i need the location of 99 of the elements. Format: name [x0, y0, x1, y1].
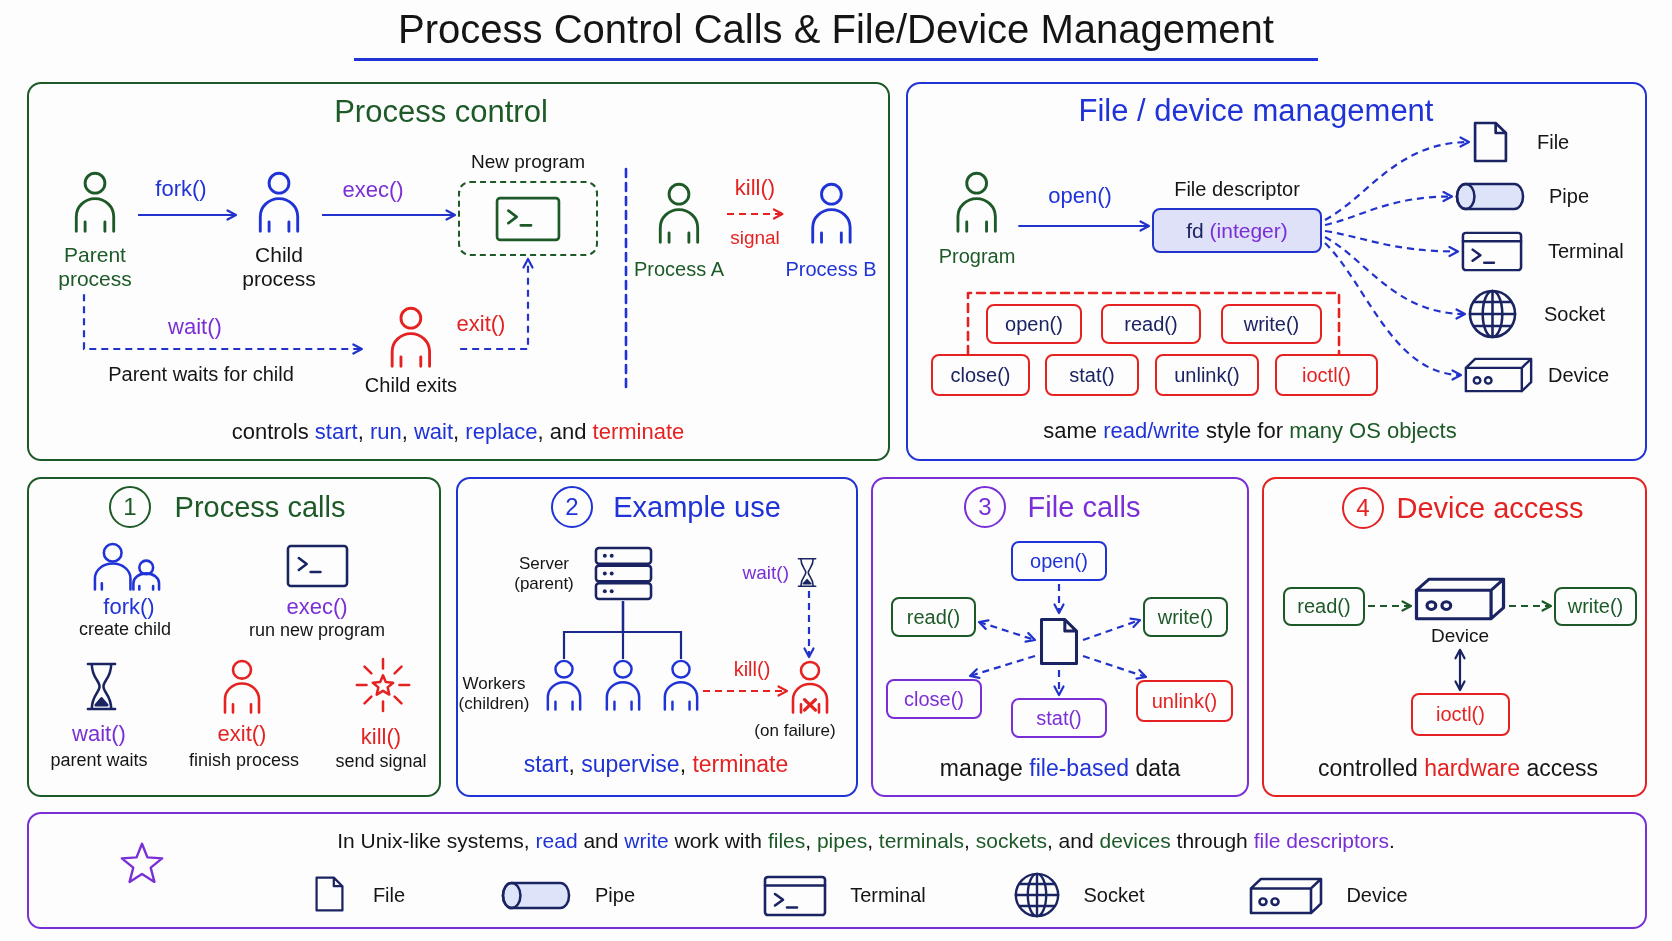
caption: Terminal	[850, 883, 926, 907]
syscall-box: open()	[1011, 541, 1107, 581]
syscall-box: stat()	[1011, 698, 1107, 738]
syscall-box: stat()	[1045, 354, 1139, 396]
call-name: kill()	[360, 723, 402, 751]
syscall-box: ioctl()	[1275, 354, 1378, 396]
node-label: Device	[1548, 363, 1610, 387]
node-label: Terminal	[1548, 240, 1624, 263]
panel	[27, 82, 890, 461]
caption: Workers (children)	[457, 673, 531, 715]
summary-text: controls start, run, wait, replace, and terminate	[231, 418, 685, 446]
panel-title: File calls	[1027, 489, 1141, 525]
page-title: Process Control Calls & File/Device Management	[354, 4, 1318, 61]
arrow	[460, 257, 534, 351]
caption: create child	[78, 619, 172, 641]
syscall-box: write()	[1143, 597, 1228, 637]
descriptor-text: fd (integer)	[1186, 217, 1288, 244]
node-label: Socket	[1544, 302, 1606, 326]
syscall-box: read()	[891, 597, 976, 637]
node-label: Child process	[241, 243, 317, 292]
panel-title: Example use	[613, 489, 781, 525]
syscall-box: ioctl()	[1411, 693, 1510, 736]
syscall-box: read()	[1101, 304, 1201, 344]
arrow	[1324, 136, 1471, 221]
arrow	[1053, 670, 1065, 697]
arrow	[1324, 236, 1467, 320]
frame-heading: New program	[471, 150, 585, 174]
panel-title: Process control	[334, 93, 548, 131]
step-number: 4	[1342, 487, 1384, 529]
note-text: In Unix-like systems, read and write work with files, pipes, terminals, sockets, and devices through file descriptors.	[337, 828, 1395, 854]
summary-text: start, supervise, terminate	[523, 751, 789, 779]
node-label: (on failure)	[754, 720, 836, 742]
syscall-box: close()	[886, 679, 982, 719]
arrow	[1454, 648, 1466, 692]
panel	[456, 477, 858, 797]
panel-title: Process calls	[174, 489, 346, 525]
panel	[871, 477, 1249, 797]
arrow	[727, 208, 784, 220]
arrow	[1509, 600, 1553, 612]
edge-note: signal	[730, 226, 780, 250]
syscall-box: write()	[1554, 587, 1637, 626]
panel	[27, 812, 1647, 929]
panel	[906, 82, 1647, 461]
arrow	[1324, 191, 1454, 227]
call-name: wait()	[72, 720, 126, 748]
node-label: File	[1537, 130, 1570, 154]
arrow	[1368, 600, 1413, 612]
panel-title: Device access	[1396, 490, 1584, 526]
syscall-box: open()	[986, 304, 1082, 344]
node-label: Pipe	[1549, 185, 1590, 208]
arrow	[1053, 584, 1065, 615]
node-label: Parent process	[57, 243, 133, 292]
arrow	[703, 685, 789, 697]
syscall-box: close()	[931, 354, 1030, 396]
caption: Device	[1346, 883, 1408, 907]
arrow	[138, 209, 238, 221]
node-label: Child exits	[364, 374, 458, 397]
arrow	[1018, 220, 1151, 232]
arrow	[968, 654, 1036, 679]
caption: Pipe	[595, 883, 635, 907]
call-name: exec()	[286, 593, 348, 621]
node-label: Process B	[785, 258, 877, 281]
syscall-box: unlink()	[1155, 354, 1259, 396]
caption: run new program	[248, 620, 386, 642]
syscall-box: unlink()	[1136, 680, 1233, 722]
call-name: exit()	[217, 720, 267, 748]
node-label: wait()	[742, 561, 789, 584]
syscall-box: write()	[1221, 304, 1322, 344]
node-label: Program	[938, 245, 1016, 268]
caption: Parent waits for child	[108, 362, 294, 386]
arrow	[1082, 617, 1142, 642]
syscall-box: read()	[1283, 587, 1365, 626]
box-heading: File descriptor	[1174, 177, 1300, 201]
call-name: fork()	[103, 593, 155, 621]
arrow	[1082, 654, 1148, 680]
arrow	[82, 294, 363, 355]
panel	[27, 477, 441, 797]
arrow	[803, 591, 815, 659]
arrow	[1324, 229, 1460, 257]
step-number: 1	[109, 486, 151, 528]
arrow	[322, 209, 457, 221]
step-number: 3	[964, 486, 1006, 528]
caption: send signal	[335, 751, 427, 773]
node-label: Device	[1430, 625, 1490, 647]
panel-title: File / device management	[1078, 92, 1434, 130]
panel	[1262, 477, 1647, 797]
caption: parent waits	[50, 750, 148, 772]
arrow	[977, 619, 1037, 643]
node-label: Process A	[634, 258, 724, 281]
caption: finish process	[188, 750, 300, 772]
summary-text: controlled hardware access	[1318, 755, 1598, 783]
node-label: Server (parent)	[513, 553, 575, 594]
caption: Socket	[1083, 883, 1145, 907]
connector-line	[621, 601, 683, 659]
step-number: 2	[551, 486, 593, 528]
arrow	[1324, 242, 1463, 380]
summary-text: same read/write style for many OS objects	[1043, 417, 1457, 445]
summary-text: manage file-based data	[939, 755, 1181, 783]
caption: File	[372, 883, 406, 907]
